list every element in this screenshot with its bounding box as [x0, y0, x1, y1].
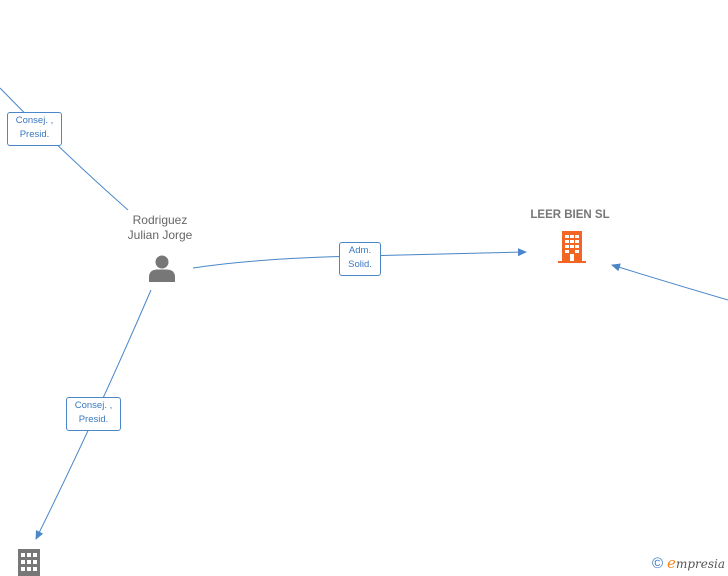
company-name-label[interactable]: LEER BIEN SL: [530, 209, 610, 221]
copyright-icon: ©: [651, 554, 664, 572]
brand-watermark: © empresia: [652, 554, 725, 572]
person-name-line1: Rodriguez: [132, 213, 188, 227]
edge-label-line1: Adm.: [348, 245, 372, 256]
edge-label-line1: Consej. ,: [74, 400, 113, 411]
brand-logo: empresia: [667, 554, 725, 572]
edge-label-line2: Presid.: [78, 414, 109, 425]
building-icon[interactable]: [14, 546, 44, 576]
edge-topleft-to-person: [0, 87, 129, 211]
edge-label-line2: Solid.: [348, 259, 372, 270]
edge-label-line2: Presid.: [19, 129, 50, 140]
edge-label-consej-presid-top: Consej. , Presid.: [7, 112, 62, 146]
building-icon[interactable]: [555, 230, 589, 264]
edge-label-adm-solid: Adm. Solid.: [339, 242, 381, 276]
person-name-label[interactable]: Rodriguez Julian Jorge: [110, 213, 210, 243]
person-name-line2: Julian Jorge: [127, 228, 193, 242]
edge-label-line1: Consej. ,: [15, 115, 54, 126]
person-icon[interactable]: [147, 253, 177, 283]
edge-label-consej-presid-bottom: Consej. , Presid.: [66, 397, 121, 431]
edge-right-to-leerbien: [611, 263, 728, 301]
